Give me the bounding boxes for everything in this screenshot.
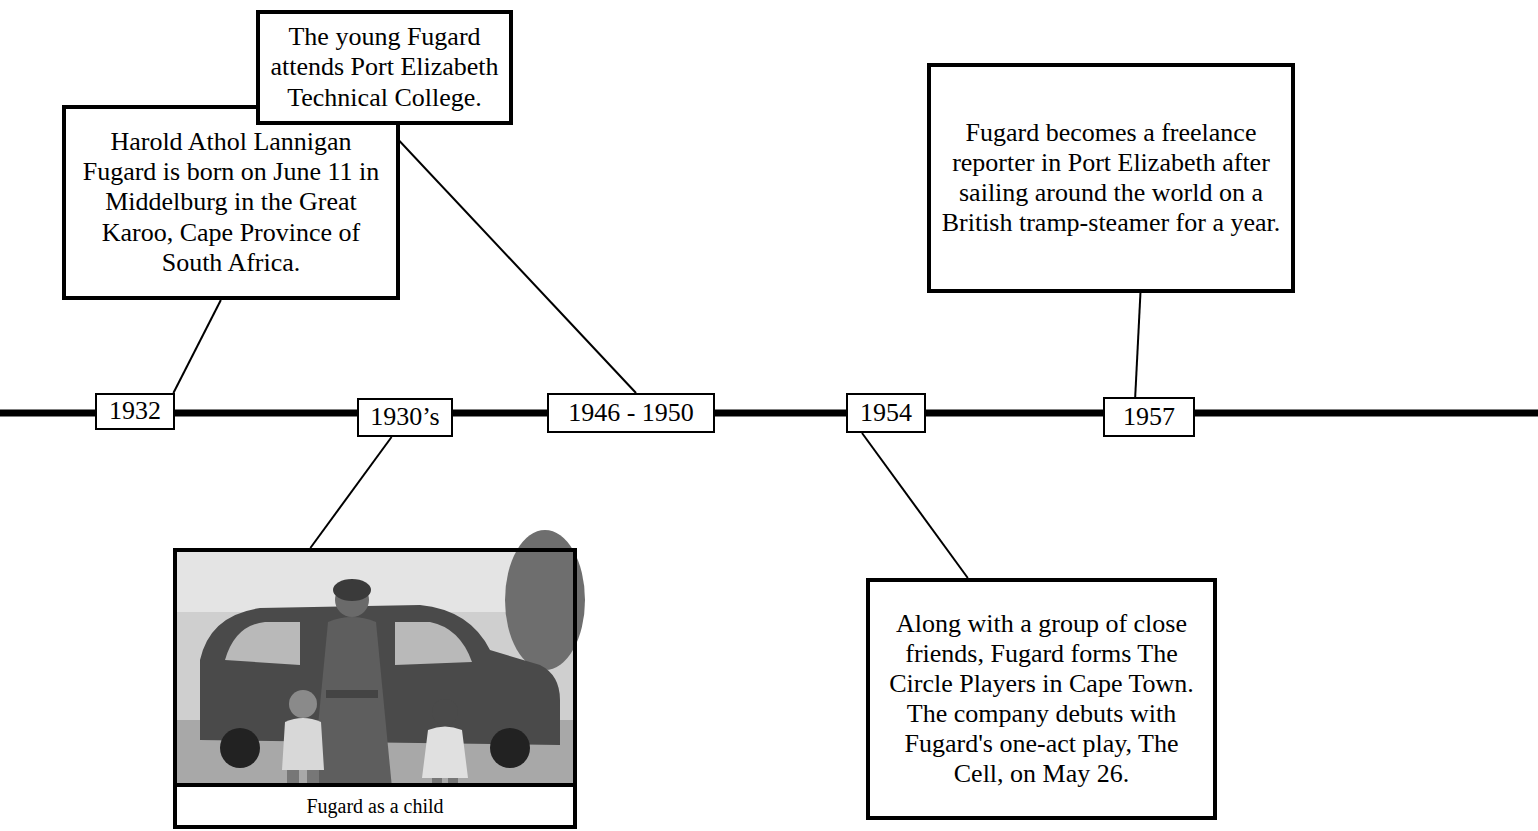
photo-box: Fugard as a child [173,548,577,829]
year-label: 1954 [860,399,912,428]
event-box: The young Fugard attends Port Elizabeth … [256,10,513,125]
leader-line [173,300,220,393]
event-box: Along with a group of close friends, Fug… [866,578,1217,820]
photo-caption-box: Fugard as a child [177,783,573,825]
text-block: 1930’s [370,403,439,432]
text-block: 1954 [860,399,912,428]
event-text: The young Fugard attends Port Elizabeth … [270,22,499,112]
leader-line [862,433,968,578]
photo-caption: Fugard as a child [306,795,443,818]
text-block: The young Fugard attends Port Elizabeth … [270,22,499,112]
text-block: Along with a group of close friends, Fug… [880,609,1203,790]
event-box: Fugard becomes a freelance reporter in P… [927,63,1295,293]
text-block: Fugard as a child [306,795,443,818]
text-block: 1957 [1123,403,1175,432]
event-text: Fugard becomes a freelance reporter in P… [941,118,1281,239]
year-label: 1946 - 1950 [568,399,694,428]
year-box: 1932 [95,393,175,430]
text-block: 1932 [109,397,161,426]
year-box: 1946 - 1950 [547,393,715,433]
leader-line [310,437,391,548]
leader-line [1135,293,1140,397]
event-box: Harold Athol Lannigan Fugard is born on … [62,105,400,300]
child-photo [177,530,585,788]
event-text: Harold Athol Lannigan Fugard is born on … [76,127,386,278]
timeline-axis [0,410,1538,417]
leader-line [385,125,637,393]
text-block: Harold Athol Lannigan Fugard is born on … [76,127,386,278]
event-text: Along with a group of close friends, Fug… [880,609,1203,790]
year-box: 1957 [1103,397,1195,437]
year-label: 1930’s [370,403,439,432]
text-block: 1946 - 1950 [568,399,694,428]
text-block: Fugard becomes a freelance reporter in P… [941,118,1281,239]
year-box: 1954 [846,393,926,433]
year-label: 1932 [109,397,161,426]
year-label: 1957 [1123,403,1175,432]
year-box: 1930’s [357,398,453,437]
